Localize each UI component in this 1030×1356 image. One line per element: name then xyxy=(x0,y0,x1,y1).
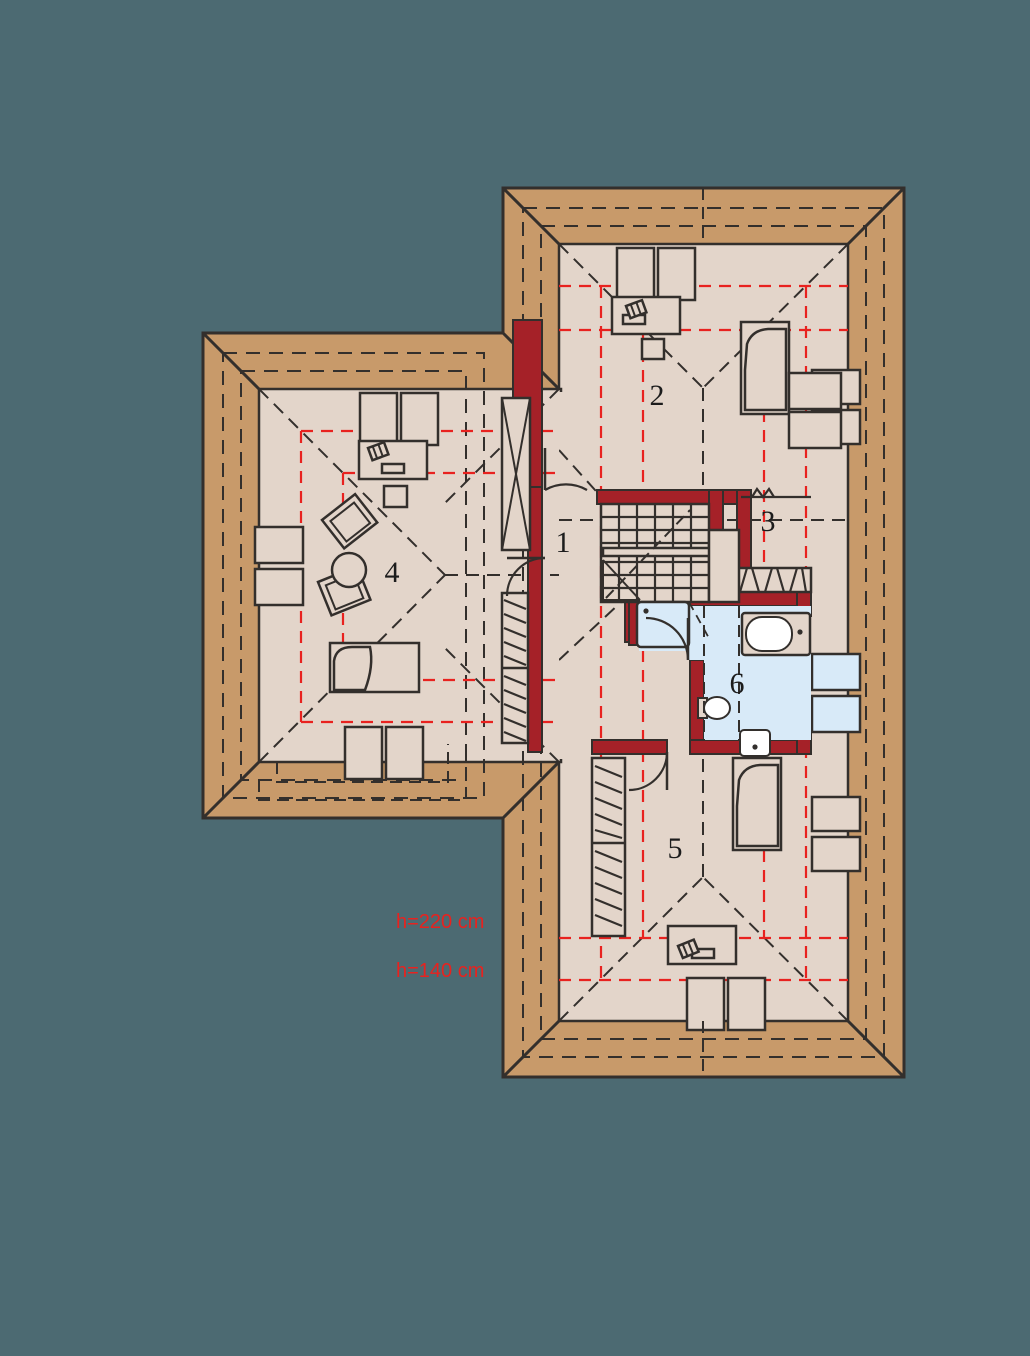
dormer-windows xyxy=(253,246,862,1032)
nightstand-room-2-b xyxy=(787,410,843,450)
armchair-room-4-a xyxy=(320,492,380,551)
door-room-2 xyxy=(544,483,588,491)
closet-hall-upper xyxy=(500,396,532,552)
desk-chair-room-5 xyxy=(676,938,701,960)
toilet xyxy=(697,696,731,720)
radiator-room-3 xyxy=(741,487,811,499)
washbasin xyxy=(739,729,771,757)
wardrobe-hall xyxy=(500,591,530,745)
height-annotations: h=220 cm h=140 cm xyxy=(396,911,484,982)
nightstand-room-2-a xyxy=(787,371,843,411)
desk-chair-room-4 xyxy=(366,440,391,462)
wardrobe-room-5 xyxy=(590,756,627,938)
bathroom-room-6 xyxy=(635,600,812,757)
furniture-room-2 xyxy=(610,295,843,450)
stool-room-4 xyxy=(382,484,409,509)
desk-chair-room-2 xyxy=(624,298,649,320)
furniture-room-5 xyxy=(666,756,783,966)
side-table-room-4 xyxy=(330,551,368,589)
bed-room-4 xyxy=(328,641,421,694)
height-label-220: h=220 cm xyxy=(396,911,484,933)
doors xyxy=(505,448,690,792)
bed-room-5 xyxy=(731,756,783,852)
stool-room-2 xyxy=(640,337,666,361)
hidden-structure-dashed xyxy=(258,188,740,1077)
bed-room-2 xyxy=(739,320,791,416)
staircase xyxy=(599,502,741,604)
height-label-140: h=140 cm xyxy=(396,960,484,982)
furniture-room-4 xyxy=(316,439,429,694)
